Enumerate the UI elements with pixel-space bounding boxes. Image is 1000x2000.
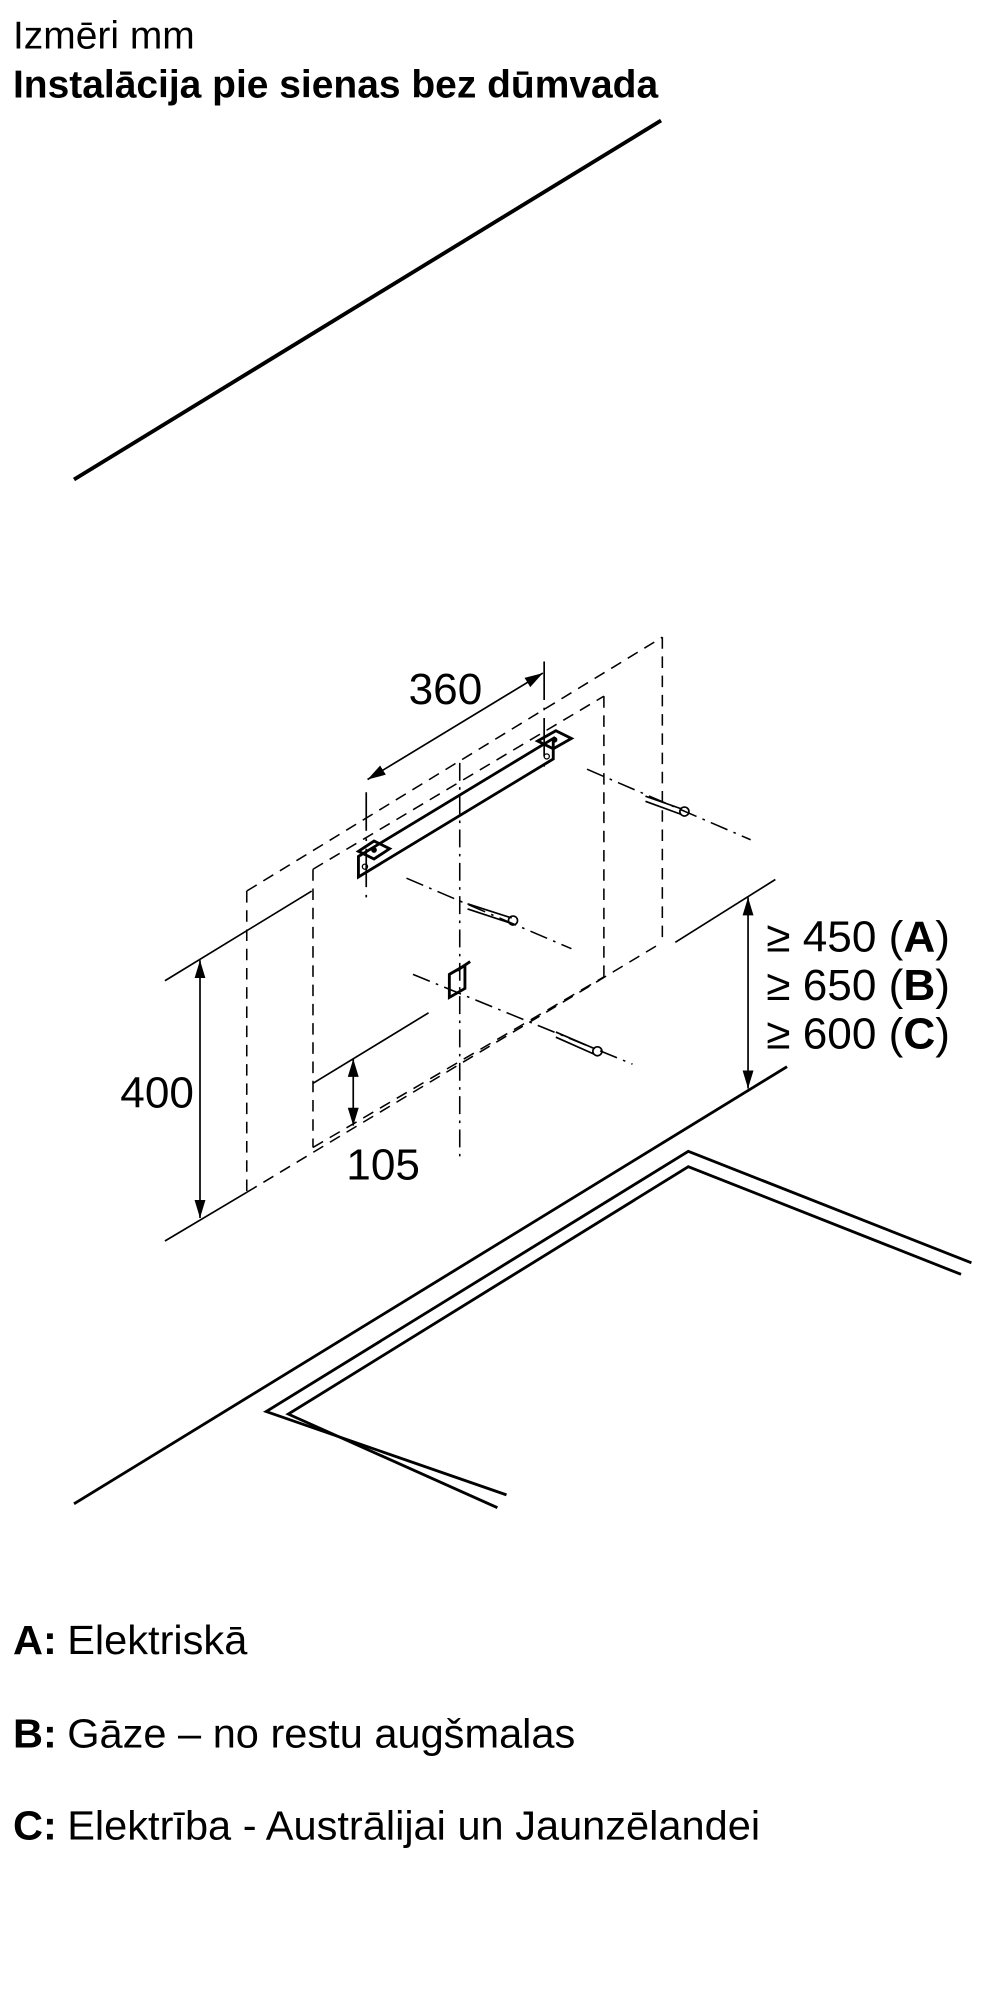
- mounting-bracket: [355, 729, 575, 880]
- legend-item-a: A:Elektriskā: [13, 1617, 247, 1663]
- countertop-edge: [73, 1065, 788, 1506]
- dimension-360-label: 360: [409, 665, 483, 714]
- wall-clip: [447, 960, 471, 1000]
- clearance-c: ≥ 600 (C): [766, 1010, 950, 1059]
- ceiling-line: [73, 118, 663, 482]
- cooktop: [262, 1149, 972, 1509]
- clearance-b: ≥ 650 (B): [766, 961, 950, 1010]
- page-title: Instalācija pie sienas bez dūmvada: [13, 64, 659, 107]
- cabinet-outline-inner: [312, 695, 605, 1149]
- dimension-105-label: 105: [346, 1141, 420, 1190]
- clearance-a: ≥ 450 (A): [766, 913, 950, 962]
- center-axes: [406, 762, 751, 1161]
- dimension-360: 360: [365, 661, 545, 898]
- dimension-105: 105: [312, 1012, 430, 1190]
- legend-item-c: C:Elektrība - Austrālijai un Jaunzēlande…: [13, 1803, 760, 1849]
- cabinet-outline-outer: [245, 636, 664, 1193]
- dimension-clearance: ≥ 450 (A) ≥ 650 (B) ≥ 600 (C): [674, 878, 950, 1089]
- subtitle: Izmēri mm: [13, 15, 195, 58]
- legend-item-b: B:Gāze – no restu augšmalas: [13, 1711, 575, 1757]
- dimension-400: 400: [120, 890, 313, 1242]
- dimension-400-label: 400: [120, 1069, 194, 1118]
- legend: A:Elektriskā B:Gāze – no restu augšmalas…: [13, 1617, 760, 1849]
- screws: [467, 795, 690, 1057]
